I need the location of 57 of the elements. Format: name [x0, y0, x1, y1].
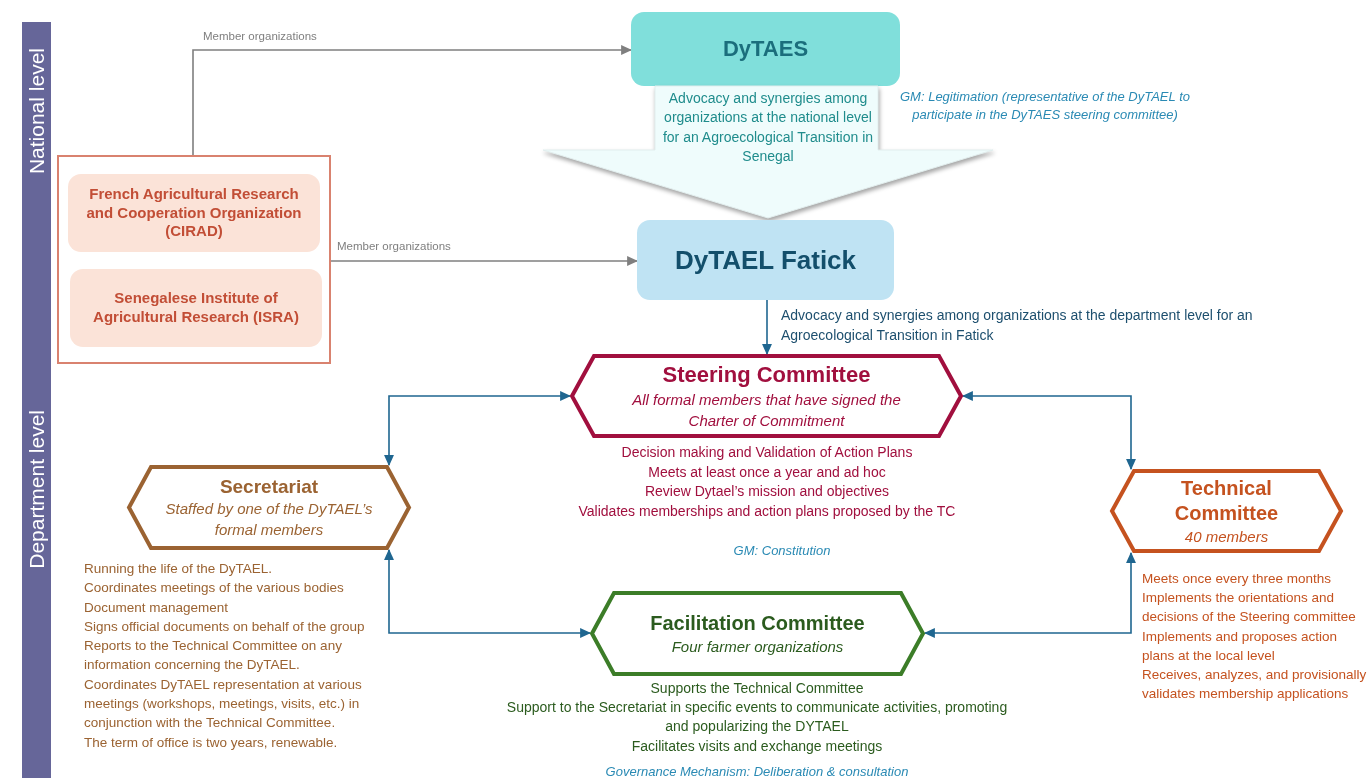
committee-description: Four farmer organizations: [671, 636, 844, 657]
duty-text: Decision making and Validation of Action Plans: [620, 443, 914, 462]
node-title: DyTAES: [722, 35, 809, 63]
duty-text: Receives, analyzes, and provisionally validates membership applications: [1142, 666, 1368, 704]
arrow: [961, 391, 1136, 471]
arrow: [192, 45, 633, 156]
duty-text: Supports the Technical Committee: [649, 679, 865, 698]
committee-description: Staffed by one of the DyTAEL’s formal members: [164, 499, 374, 541]
duty-text: Coordinates meetings of the various bodies: [84, 579, 345, 598]
rounded-box: [637, 220, 894, 300]
callout-text: Advocacy and synergies among organizations at the national level for an Agroecological Transition in Senegal: [662, 89, 874, 166]
committee-title: Secretariat: [219, 474, 319, 499]
group-box: [57, 155, 331, 364]
arrow: [384, 548, 592, 638]
committee-title: Facilitation Committee: [650, 610, 865, 636]
duty-text: Facilitates visits and exchange meetings: [630, 736, 884, 756]
duty-text: Meets once every three months: [1142, 570, 1333, 588]
edge-label: Advocacy and synergies among organizations at the department level for an Agroecological Transition in Fatick: [781, 306, 1254, 345]
duty-text: Reports to the Technical Committee on any information concerning the DyTAEL.: [84, 637, 343, 675]
node-title: Senegalese Institute of Agricultural Research (ISRA): [92, 289, 300, 327]
committee-hexagon: [590, 591, 925, 676]
duty-text: Validates memberships and action plans proposed by the TC: [577, 501, 957, 521]
committee-description: All formal members that have signed the Charter of Commitment: [630, 389, 902, 431]
level-band: [22, 200, 51, 778]
rounded-box: [631, 12, 900, 86]
note-text: GM: Legitimation (representative of the DyTAEL to participate in the DyTAES steering committee): [900, 88, 1190, 124]
node-title: French Agricultural Research and Cooperation Organization (CIRAD): [85, 184, 303, 242]
arrow: [330, 256, 639, 266]
duty-text: Support to the Secretariat in specific events to communicate activities, promoting and popularizing the DYTAEL: [505, 698, 1009, 737]
committee-title: Steering Committee: [662, 361, 871, 389]
duty-text: Coordinates DyTAEL representation at various meetings (workshops, meetings, visits, etc.) in conjunction with the Technical Committee.: [84, 675, 363, 733]
level-band: [22, 22, 51, 200]
arrow: [384, 391, 572, 467]
committee-hexagon: [127, 465, 411, 550]
note-text: GM: Constitution: [732, 542, 832, 560]
arrow: [923, 551, 1136, 638]
duty-text: Review Dytael’s mission and objectives: [643, 482, 891, 501]
arrow: [762, 299, 772, 356]
duty-text: Implements the orientations and decisions of the Steering committee: [1142, 589, 1357, 627]
edge-label: Member organizations: [337, 239, 451, 254]
edge-label: Member organizations: [203, 29, 317, 44]
committee-title: Technical Committee: [1173, 475, 1280, 526]
duty-text: The term of office is two years, renewable.: [84, 733, 339, 752]
rounded-box: [70, 269, 322, 347]
note-text: Governance Mechanism: Deliberation & consultation: [604, 763, 910, 779]
duty-text: Implements and proposes action plans at the local level: [1142, 627, 1339, 665]
duty-text: Meets at least once a year and ad hoc: [647, 462, 887, 482]
duty-text: Running the life of the DyTAEL.: [84, 560, 274, 578]
committee-hexagon: [570, 354, 963, 438]
committee-hexagon: [1110, 469, 1343, 553]
level-label: Department level: [24, 409, 49, 569]
committee-description: 40 members: [1184, 526, 1269, 547]
node-title: DyTAEL Fatick: [674, 243, 857, 277]
rounded-box: [68, 174, 320, 252]
duty-text: Signs official documents on behalf of the group: [84, 617, 366, 636]
duty-text: Document management: [84, 598, 230, 617]
level-label: National level: [24, 47, 49, 175]
